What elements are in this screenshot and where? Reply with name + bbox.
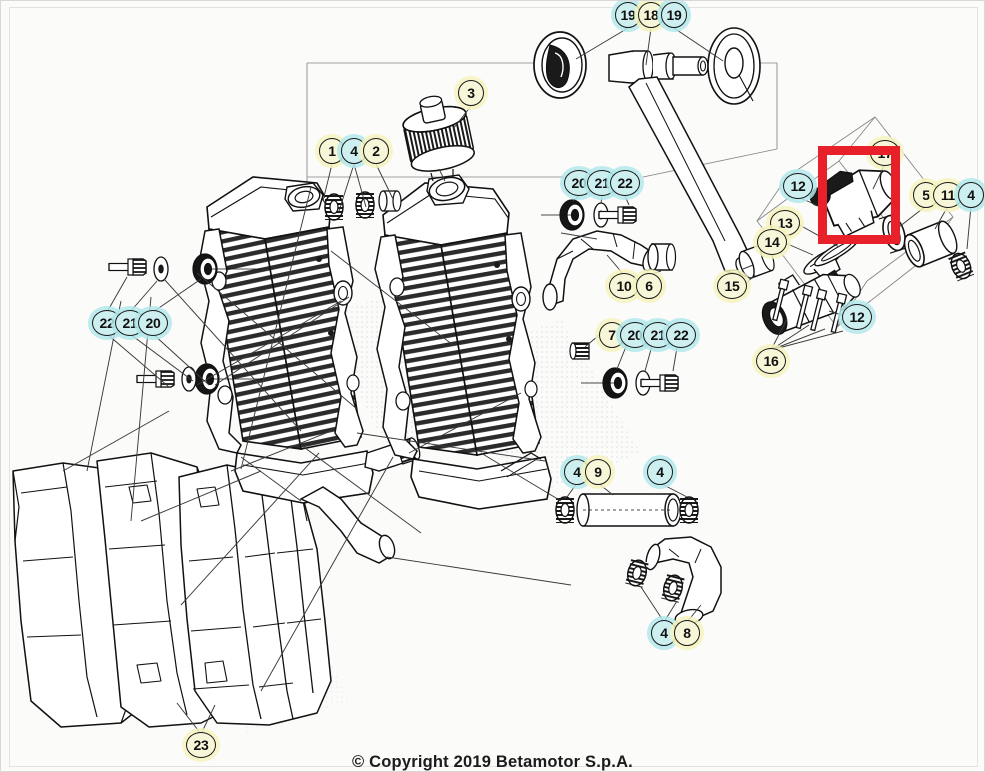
callout-19[interactable]: 19 [615,2,641,28]
callout-4[interactable]: 4 [647,459,673,485]
callout-10[interactable]: 10 [609,273,639,299]
callout-22[interactable]: 22 [666,322,696,348]
copyright-notice: © Copyright 2019 Betamotor S.p.A. [352,753,633,771]
callout-8[interactable]: 8 [674,620,700,646]
callout-13[interactable]: 13 [770,210,800,236]
sleeve-bush-part [647,243,677,271]
callout-14[interactable]: 14 [757,229,787,255]
leader-lines [62,27,972,735]
pump-shaft-part [608,50,709,84]
callout-15[interactable]: 15 [717,273,747,299]
radiator-shroud-right [178,464,332,726]
callout-20[interactable]: 20 [564,170,594,196]
callout-16[interactable]: 16 [756,348,786,374]
callout-12[interactable]: 12 [842,304,872,330]
callout-18[interactable]: 18 [638,2,664,28]
elbow-hose-part [645,536,722,626]
water-pump-body [761,273,861,335]
left-mount-hardware-top [108,253,261,285]
callout-12[interactable]: 12 [783,173,813,199]
callout-22[interactable]: 22 [92,310,122,336]
straight-hose-part [576,493,682,527]
callout-2[interactable]: 2 [363,138,389,164]
callout-19[interactable]: 19 [661,2,687,28]
long-coolant-pipe [628,76,754,277]
radiator-hardware-lower [581,367,679,399]
callout-20[interactable]: 20 [138,310,168,336]
callout-17[interactable]: 17 [870,140,900,166]
hose-stub [378,190,402,212]
callout-23[interactable]: 23 [186,732,216,758]
callout-9[interactable]: 9 [585,459,611,485]
connector-pipe-part [903,220,958,268]
callout-3[interactable]: 3 [458,80,484,106]
radiator-hardware-upper [541,199,637,231]
upper-radiator-hose-part [542,230,658,311]
callout-4[interactable]: 4 [958,182,984,208]
radiator-cap-part [402,95,475,172]
radiator-right [374,169,552,510]
callout-22[interactable]: 22 [610,170,640,196]
impeller-washer-part [707,27,761,105]
bolt-set-part [772,278,848,334]
callout-6[interactable]: 6 [636,273,662,299]
impeller-assembly [533,31,587,99]
